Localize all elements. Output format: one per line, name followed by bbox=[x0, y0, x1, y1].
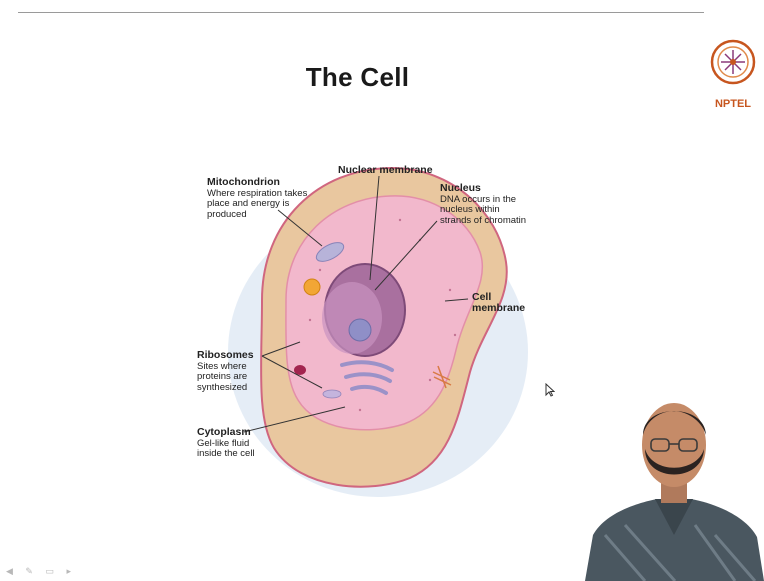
label-nuclear-membrane: Nuclear membrane bbox=[338, 165, 433, 177]
label-ribosomes-heading: Ribosomes bbox=[197, 350, 254, 361]
mouse-cursor-icon bbox=[545, 383, 555, 397]
slide-toolbar-icons[interactable]: ◀ ✎ ▭ ▸ bbox=[6, 566, 76, 577]
label-cytoplasm-desc: Gel-like fluid inside the cell bbox=[197, 439, 255, 460]
vesicle-lilac bbox=[323, 390, 341, 398]
nucleolus bbox=[349, 319, 371, 341]
label-nucleus: Nucleus DNA occurs in the nucleus within… bbox=[440, 183, 526, 226]
label-nucleus-heading: Nucleus bbox=[440, 183, 526, 194]
presenter-video bbox=[585, 385, 764, 581]
label-mitochondrion: Mitochondrion Where respiration takes pl… bbox=[207, 177, 307, 220]
label-nucleus-desc: DNA occurs in the nucleus within strands… bbox=[440, 195, 526, 227]
presenter-figure bbox=[585, 385, 764, 581]
label-nuclear-membrane-heading: Nuclear membrane bbox=[338, 165, 433, 176]
label-ribosomes-desc: Sites where proteins are synthesized bbox=[197, 362, 254, 394]
label-mitochondrion-heading: Mitochondrion bbox=[207, 177, 307, 188]
label-cell-membrane: Cell membrane bbox=[472, 292, 525, 314]
label-cell-membrane-heading: Cell membrane bbox=[472, 292, 525, 313]
nuclear-envelope-cut bbox=[322, 282, 382, 354]
label-cytoplasm-heading: Cytoplasm bbox=[197, 427, 255, 438]
label-cytoplasm: Cytoplasm Gel-like fluid inside the cell bbox=[197, 427, 255, 460]
label-ribosomes: Ribosomes Sites where proteins are synth… bbox=[197, 350, 254, 393]
vesicle-orange bbox=[304, 279, 320, 295]
label-mitochondrion-desc: Where respiration takes place and energy… bbox=[207, 189, 307, 221]
